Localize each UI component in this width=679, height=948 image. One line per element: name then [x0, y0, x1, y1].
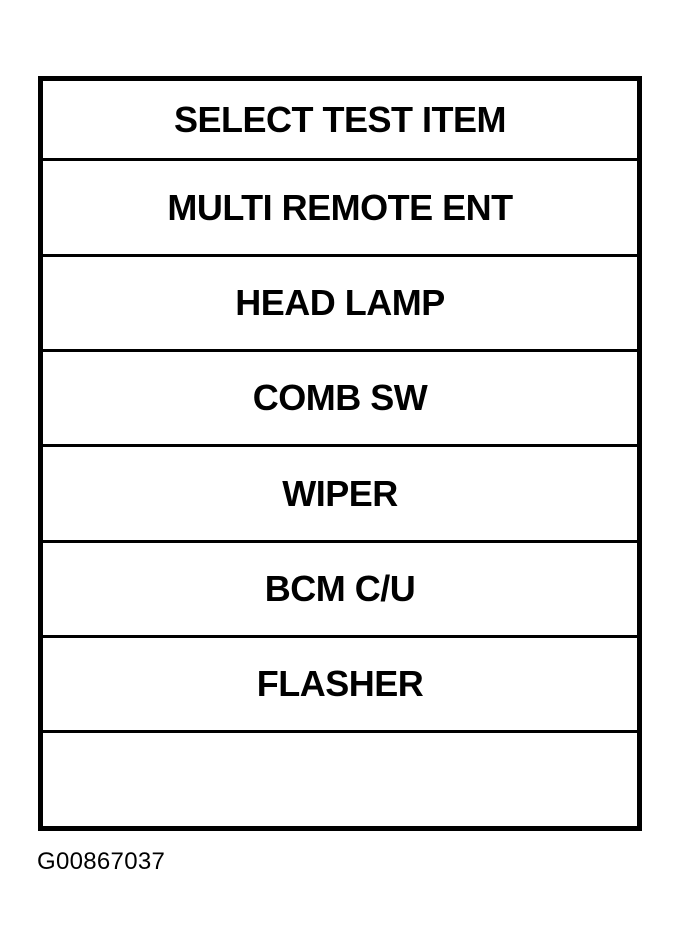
menu-item-flasher[interactable]: FLASHER — [43, 638, 637, 730]
menu-item-label: MULTI REMOTE ENT — [167, 186, 513, 228]
menu-item-label: HEAD LAMP — [235, 282, 445, 323]
menu-item-label: WIPER — [282, 472, 398, 514]
row-divider — [43, 158, 637, 161]
menu-item-head-lamp[interactable]: HEAD LAMP — [43, 257, 637, 349]
row-divider — [43, 730, 637, 733]
menu-item-multi-remote-ent[interactable]: MULTI REMOTE ENT — [43, 161, 637, 254]
row-divider — [43, 254, 637, 257]
test-item-screen: SELECT TEST ITEM MULTI REMOTE ENT HEAD L… — [38, 76, 642, 831]
row-divider — [43, 635, 637, 638]
menu-item-comb-sw[interactable]: COMB SW — [43, 352, 637, 444]
menu-item-bcm-cu[interactable]: BCM C/U — [43, 543, 637, 635]
menu-item-label: FLASHER — [256, 663, 424, 704]
figure-id: G00867037 — [37, 848, 166, 875]
screen-header: SELECT TEST ITEM — [43, 81, 637, 158]
menu-item-label: COMB SW — [252, 377, 428, 418]
empty-row — [43, 733, 637, 826]
screen-title: SELECT TEST ITEM — [173, 98, 507, 140]
menu-item-wiper[interactable]: WIPER — [43, 447, 637, 540]
row-divider — [43, 444, 637, 447]
row-divider — [43, 540, 637, 543]
menu-item-label: BCM C/U — [264, 568, 416, 609]
row-divider — [43, 349, 637, 352]
